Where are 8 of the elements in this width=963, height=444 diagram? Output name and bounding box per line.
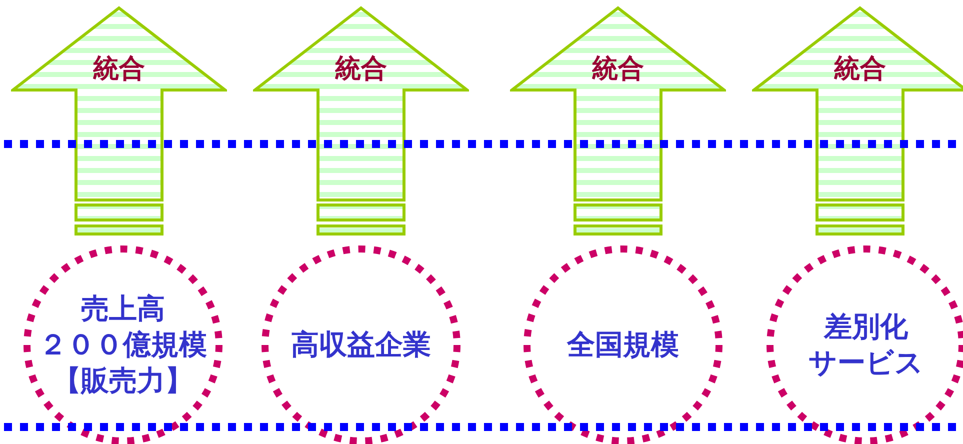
arrow-label: 統合 [93, 54, 145, 84]
arrow-label: 統合 [335, 54, 387, 84]
circle-label: 売上高２００億規模【販売力】 [39, 291, 207, 399]
circle-label: 高収益企業 [291, 327, 431, 363]
circle-label: 全国規模 [567, 327, 679, 363]
arrow-label: 統合 [592, 54, 644, 84]
arrow-label: 統合 [834, 54, 886, 84]
circle-label: 差別化サービス [808, 309, 924, 381]
